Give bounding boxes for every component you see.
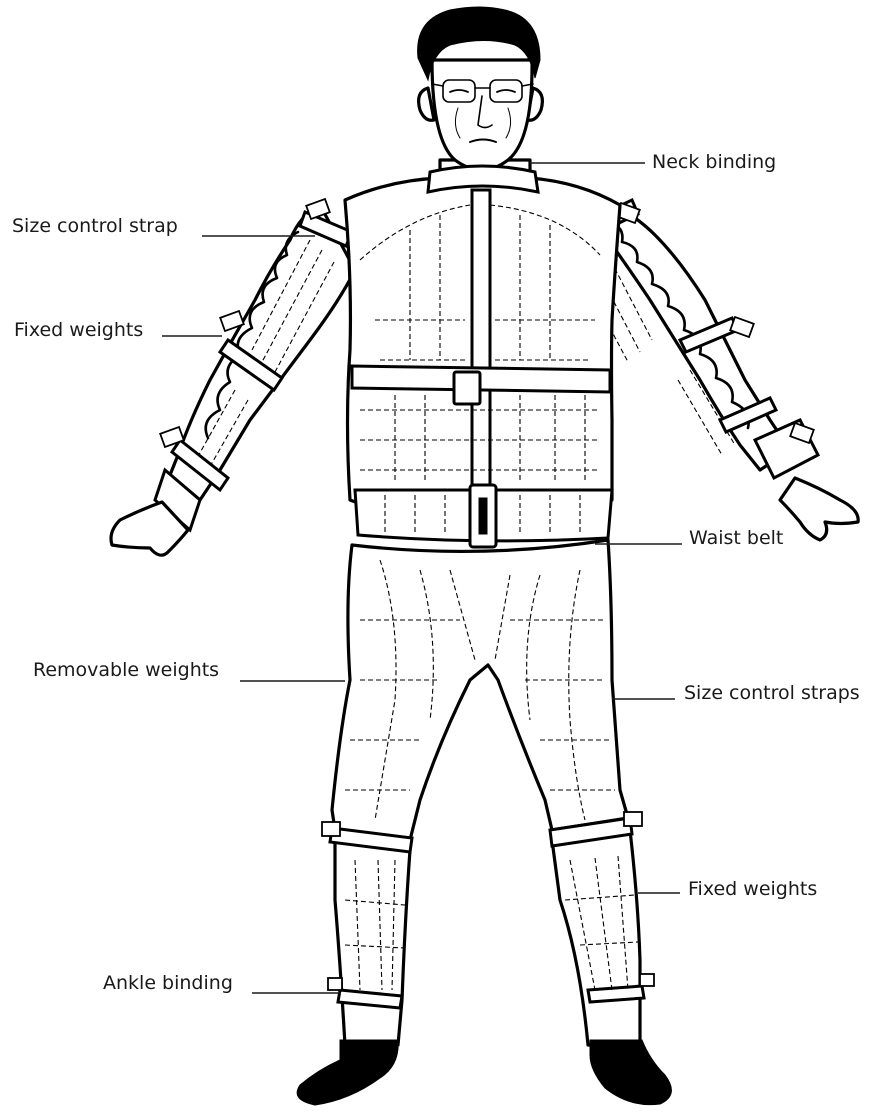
torso [345, 166, 620, 547]
label-size-control-straps: Size control straps [684, 684, 860, 703]
label-neck-binding: Neck binding [652, 153, 776, 172]
label-removable-weights: Removable weights [33, 661, 219, 680]
label-fixed-weights-leg: Fixed weights [688, 880, 817, 899]
head [418, 7, 543, 185]
label-fixed-weights-arm: Fixed weights [14, 321, 143, 340]
label-ankle-binding: Ankle binding [103, 974, 233, 993]
left-arm [111, 199, 355, 555]
label-size-control-strap: Size control strap [12, 217, 178, 236]
legs [297, 540, 671, 1105]
label-waist-belt: Waist belt [689, 529, 783, 548]
